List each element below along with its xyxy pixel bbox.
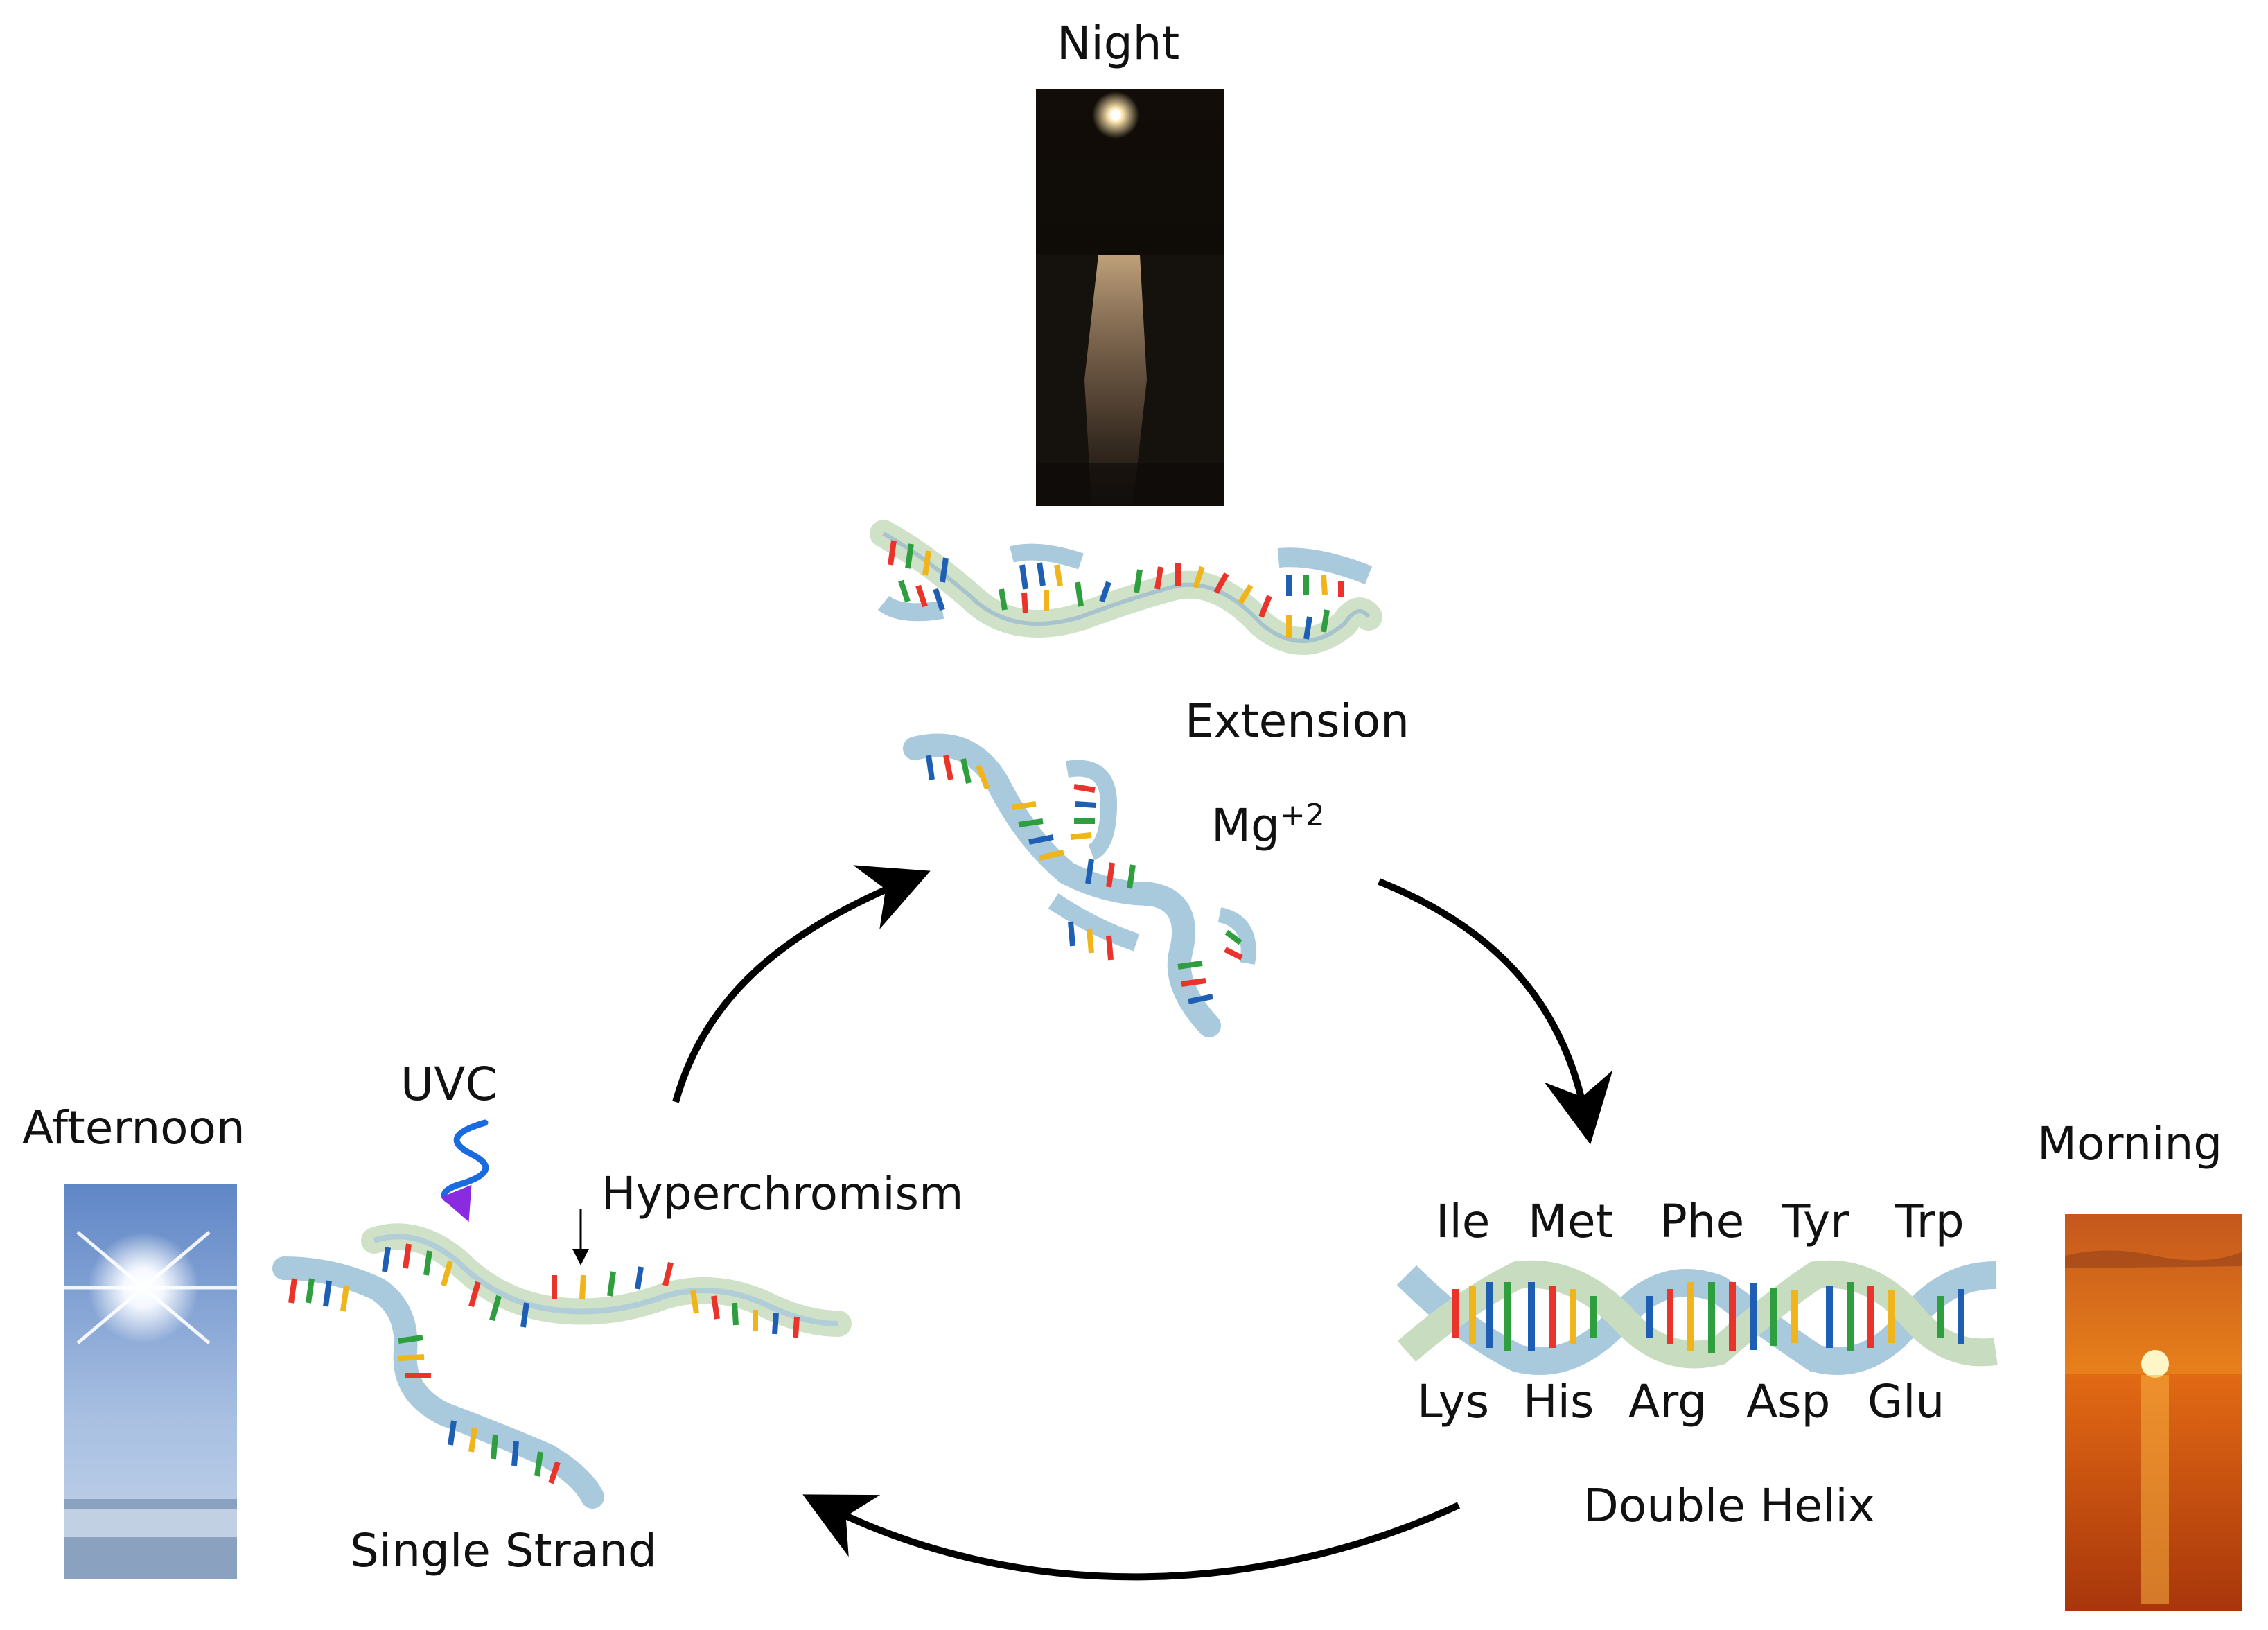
double-helix-dna	[1396, 1260, 1998, 1375]
arrow-to-extension	[672, 865, 931, 1103]
amino-acid-trp: Trp	[1895, 1195, 1964, 1248]
afternoon-label: Afternoon	[22, 1101, 245, 1155]
hyperchromism-label: Hyperchromism	[601, 1167, 964, 1220]
amino-acid-glu: Glu	[1867, 1375, 1945, 1428]
afternoon-photo	[64, 1184, 237, 1579]
mg-label: Mg+2	[1211, 800, 1325, 849]
amino-acid-asp: Asp	[1746, 1375, 1831, 1428]
extension-label: Extension	[1185, 694, 1410, 748]
single-strand-dna	[272, 1223, 852, 1509]
uvc-label: UVC	[401, 1058, 498, 1111]
single-strand-label: Single Strand	[350, 1524, 657, 1577]
mg-charge: +2	[1279, 798, 1325, 833]
mg-symbol: Mg	[1211, 799, 1280, 852]
arrow-to-single-strand	[802, 1494, 1461, 1581]
uv-wave	[441, 1119, 489, 1209]
amino-acid-ile: Ile	[1436, 1195, 1491, 1248]
amino-acid-phe: Phe	[1660, 1195, 1745, 1248]
night-photo	[1036, 89, 1224, 506]
amino-acid-lys: Lys	[1417, 1375, 1490, 1428]
night-label: Night	[1057, 17, 1180, 70]
amino-acid-arg: Arg	[1628, 1375, 1707, 1428]
extended-strand-night	[870, 520, 1382, 655]
amino-acid-his: His	[1523, 1375, 1594, 1428]
morning-label: Morning	[2037, 1117, 2223, 1171]
uv-arrow	[441, 1184, 472, 1222]
extension-strand	[903, 733, 1256, 1037]
amino-acid-tyr: Tyr	[1782, 1195, 1849, 1248]
morning-photo	[2065, 1214, 2242, 1611]
arrow-to-double-helix	[1378, 878, 1613, 1145]
amino-acid-met: Met	[1528, 1195, 1614, 1248]
double-helix-label: Double Helix	[1583, 1479, 1875, 1532]
